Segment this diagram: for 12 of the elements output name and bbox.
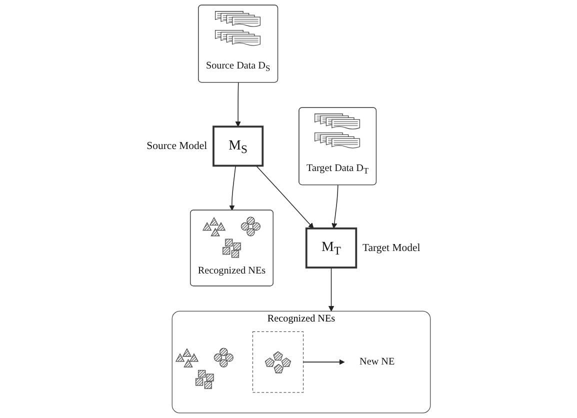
side-label: Source Model <box>146 140 208 152</box>
arrow <box>229 165 236 211</box>
side-label: Target Model <box>362 242 420 254</box>
arrow <box>256 165 314 229</box>
node-box <box>252 331 304 393</box>
arrow <box>302 359 345 365</box>
node-text: New NE <box>360 356 395 368</box>
node-box: M$_{S}$ <box>212 126 264 167</box>
arrow <box>235 82 241 127</box>
arrow <box>332 184 338 229</box>
node-box: M$_{T}$ <box>305 227 358 268</box>
arrow <box>328 267 334 312</box>
